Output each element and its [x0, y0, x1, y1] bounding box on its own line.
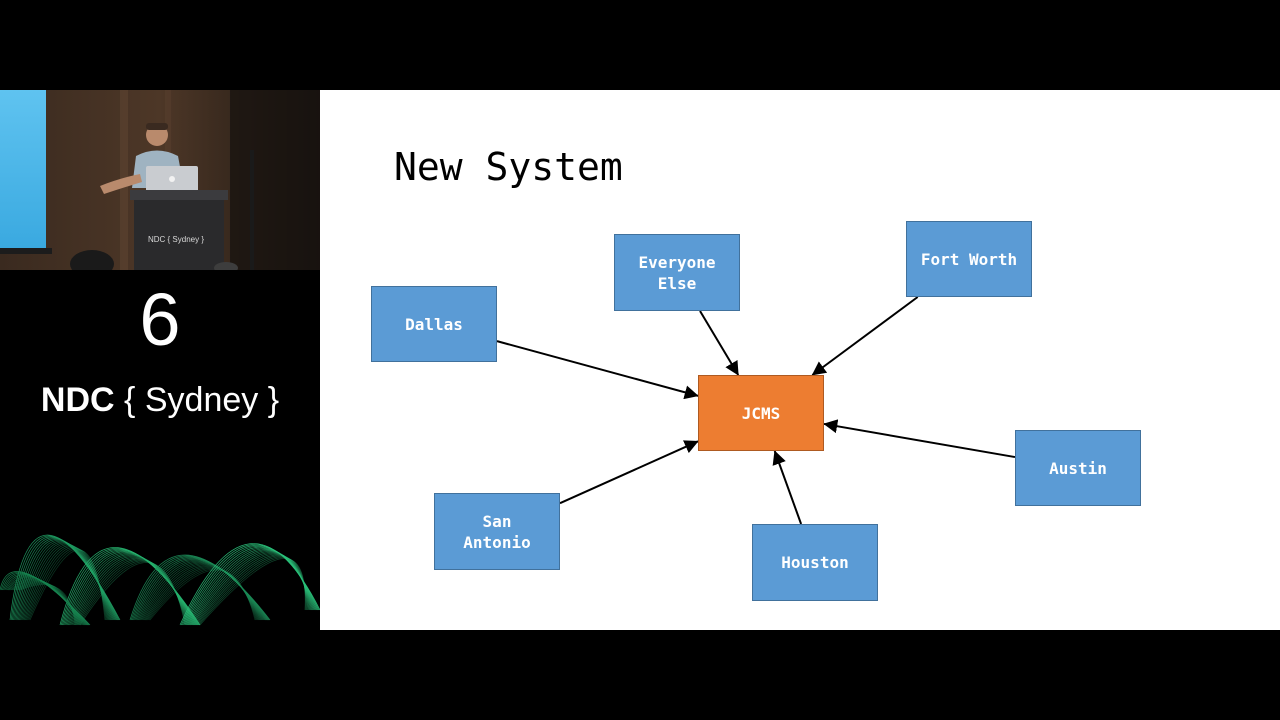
conference-logo: NDC { Sydney }	[0, 378, 320, 422]
node-san-antonio: San Antonio	[434, 493, 560, 570]
speaker-panel: NDC { Sydney } 6 NDC { Sydney }	[0, 90, 320, 630]
arrow-austin-to-jcms	[824, 424, 1015, 457]
presentation-slide: New System JCMS Dallas Everyone Else For…	[320, 90, 1280, 630]
brace-close: }	[268, 381, 279, 419]
brace-open: {	[124, 381, 135, 419]
arrow-houston-to-jcms	[775, 451, 801, 524]
track-number: 6	[0, 278, 320, 362]
node-dallas: Dallas	[371, 286, 497, 362]
podium-sign: NDC { Sydney }	[148, 235, 204, 244]
node-fort-worth: Fort Worth	[906, 221, 1032, 297]
speaker-camera-image: NDC { Sydney }	[0, 90, 320, 270]
conference-city: Sydney	[145, 381, 258, 419]
slide-title: New System	[394, 142, 623, 192]
arrow-san-antonio-to-jcms	[560, 441, 698, 503]
node-everyone-else: Everyone Else	[614, 234, 740, 311]
node-houston: Houston	[752, 524, 878, 601]
node-austin: Austin	[1015, 430, 1141, 506]
arrow-everyone-else-to-jcms	[700, 311, 738, 375]
speaker-camera-feed: NDC { Sydney }	[0, 90, 320, 270]
opera-house-line-art	[0, 430, 320, 630]
arrow-dallas-to-jcms	[497, 341, 698, 396]
arrow-fort-worth-to-jcms	[812, 297, 917, 375]
node-jcms: JCMS	[698, 375, 824, 451]
conference-brand: NDC	[41, 381, 115, 419]
